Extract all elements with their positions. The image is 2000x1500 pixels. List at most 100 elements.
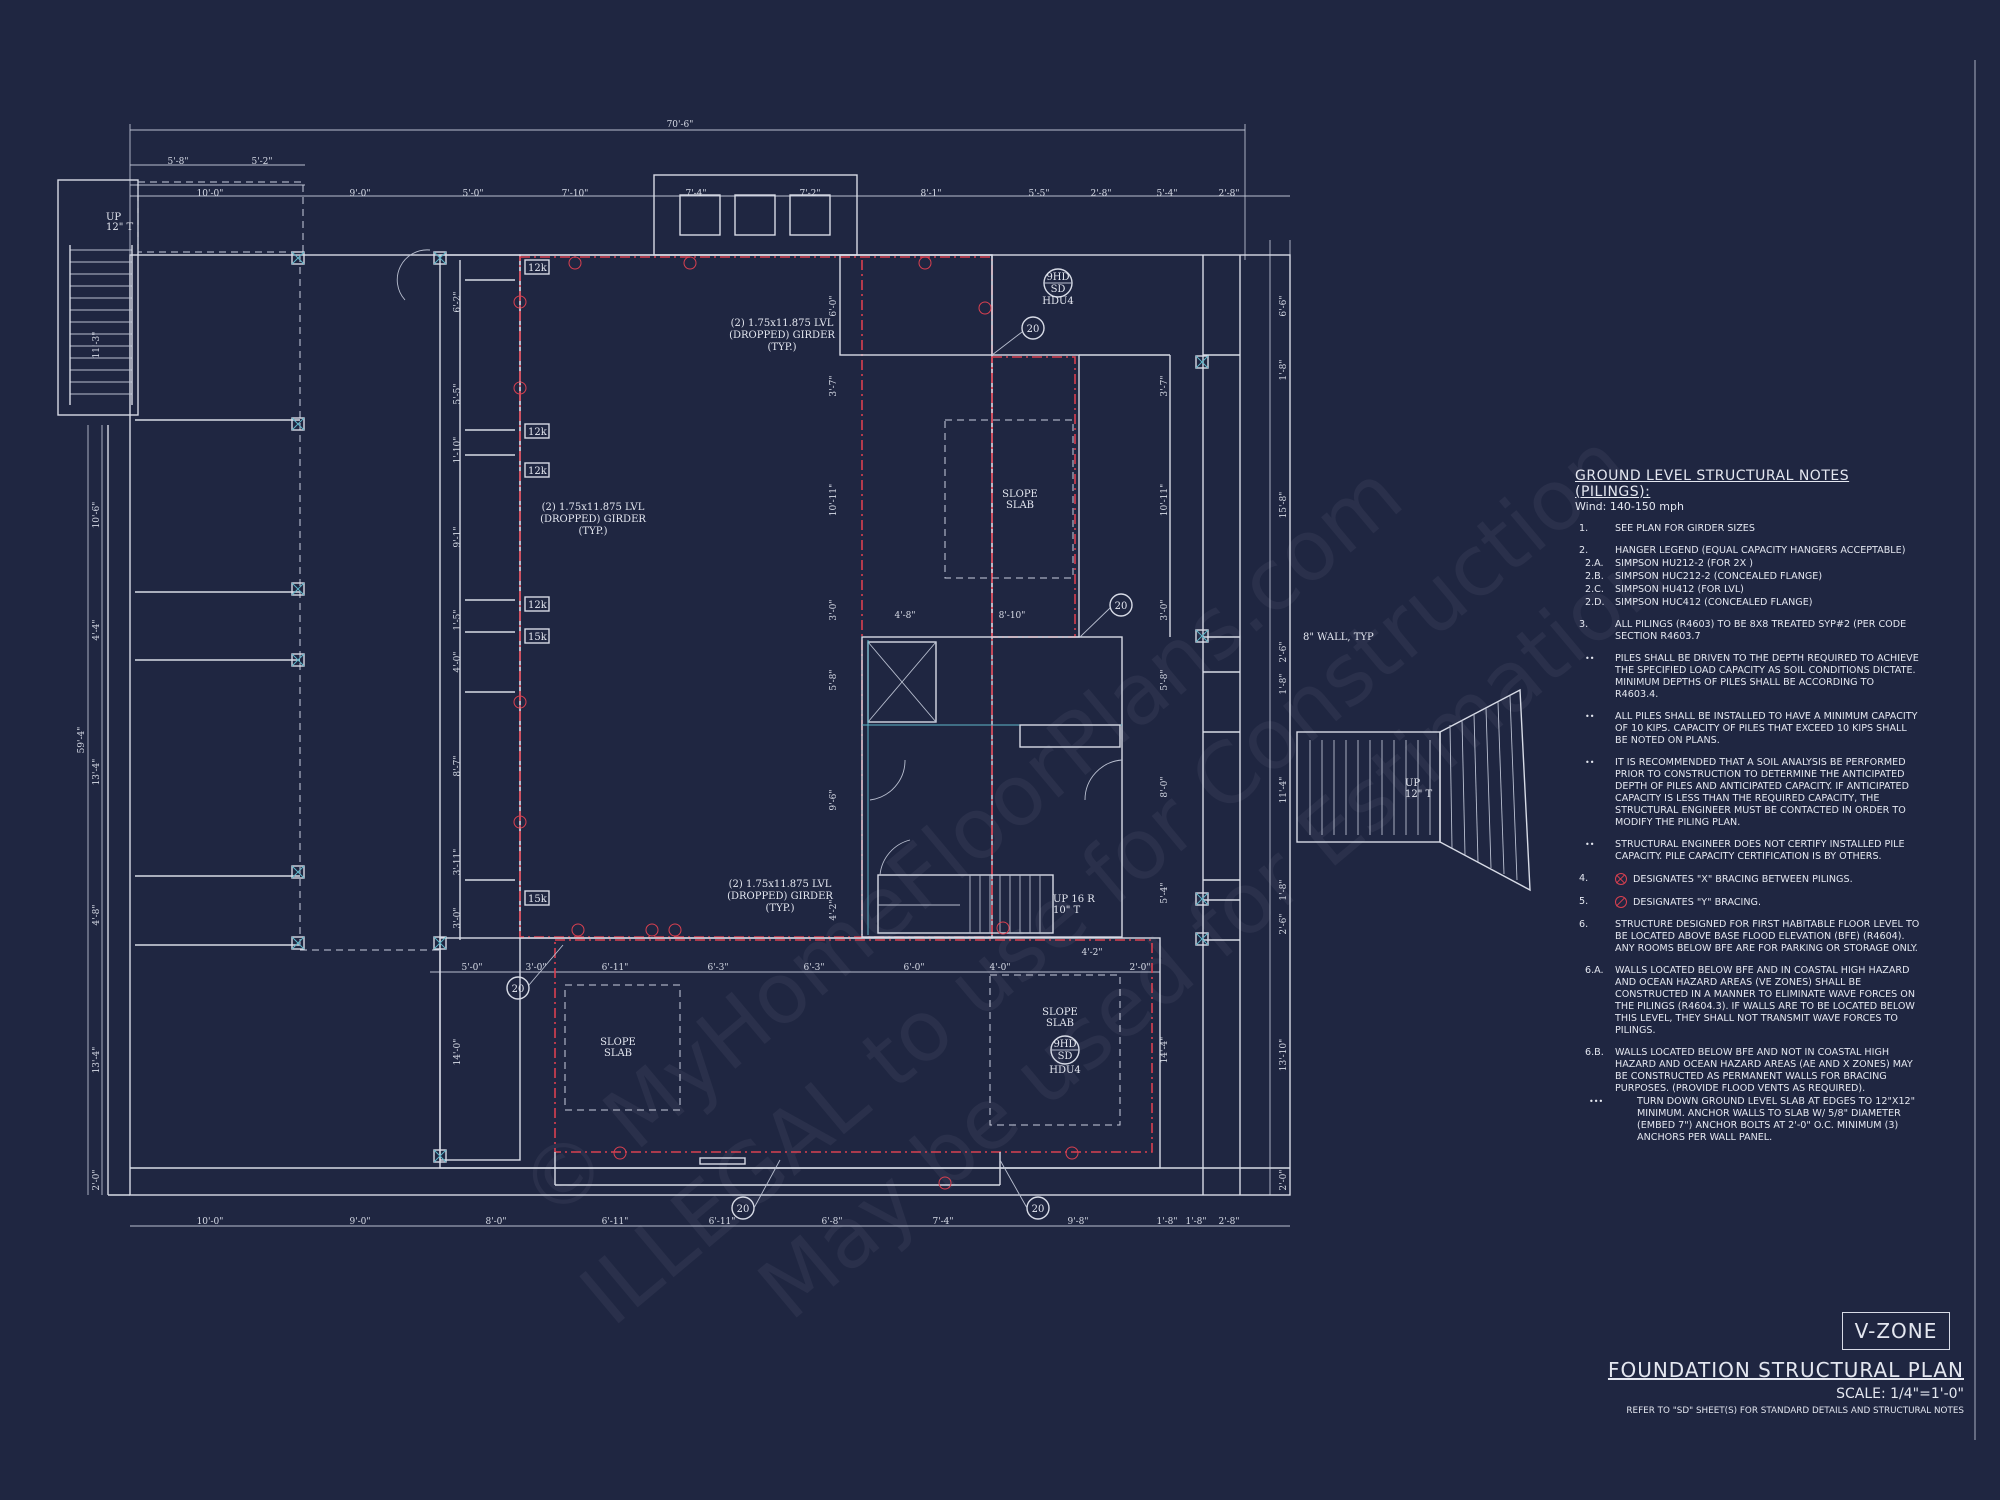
note-text: DESIGNATES "Y" BRACING.: [1615, 896, 1920, 909]
right-stair: [1296, 688, 1531, 892]
note-text: SIMPSON HUC412 (CONCEALED FLANGE): [1615, 597, 1920, 609]
plan-scale: SCALE: 1/4"=1'-0": [1836, 1386, 1964, 1402]
note-text: SEE PLAN FOR GIRDER SIZES: [1615, 523, 1920, 535]
dim-mid-row: 4'-2": [1081, 948, 1102, 958]
section-tag-label: 20: [1115, 601, 1128, 612]
detail-tags: 9HD SD HDU4 9HD SD HDU4 20 20 20 20 20: [506, 268, 1133, 1220]
slope-label: SLAB: [1006, 500, 1034, 511]
note-item: 2.B.SIMPSON HUC212-2 (CONCEALED FLANGE): [1575, 571, 1920, 583]
section-tag-label: 20: [512, 984, 525, 995]
dim-bottom: 9'-8": [1067, 1217, 1088, 1227]
dim-mid-row: 6'-11": [602, 963, 629, 973]
dim-left: 10'-6": [92, 502, 102, 529]
section-tag: 20: [1109, 593, 1133, 617]
piling-marker: [291, 251, 305, 265]
dim-mid-row: 4'-0": [989, 963, 1010, 973]
dim-inner: 3'-7": [829, 375, 839, 396]
note-text-content: WALLS LOCATED BELOW BFE AND IN COASTAL H…: [1615, 965, 1915, 1036]
dim-bottom: 6'-11": [602, 1217, 629, 1227]
note-number: 1.: [1579, 523, 1589, 534]
dimension-text-left: 59'-4" 10'-6" 4'-4" 13'-4" 4'-8" 13'-4" …: [77, 332, 102, 1191]
piling-marker: [1195, 932, 1209, 946]
slope-slab-labels: SLOPE SLAB SLOPE SLAB SLOPE SLAB: [600, 489, 1078, 1059]
note-text: PILES SHALL BE DRIVEN TO THE DEPTH REQUI…: [1615, 653, 1920, 701]
dim-inner: 3'-7": [1160, 375, 1170, 396]
note-item: 6.A.WALLS LOCATED BELOW BFE AND IN COAST…: [1575, 965, 1920, 1037]
dim-4-8: 4'-8": [894, 611, 915, 621]
dim-left: 13'-4": [92, 759, 102, 786]
dim-top: 7'-2": [799, 189, 820, 199]
bracing-markers: [513, 256, 1079, 1190]
dim-inner: 14'-4": [1160, 1037, 1170, 1064]
note-text-content: IT IS RECOMMENDED THAT A SOIL ANALYSIS B…: [1615, 757, 1910, 828]
piling-marker: [1195, 892, 1209, 906]
dim-bottom: 10'-0": [197, 1217, 224, 1227]
door-swing: [1084, 759, 1123, 801]
dim-inner: 5'-5": [453, 383, 463, 404]
dim-top: 5'-5": [1028, 189, 1049, 199]
piling-marker: [291, 865, 305, 879]
dim-mid-row: 5'-0": [461, 963, 482, 973]
notes-title: GROUND LEVEL STRUCTURAL NOTES (PILINGS):: [1575, 468, 1850, 500]
dim-inner: 4'-0": [453, 651, 463, 672]
note-text: ALL PILES SHALL BE INSTALLED TO HAVE A M…: [1615, 711, 1920, 747]
note-text-content: SEE PLAN FOR GIRDER SIZES: [1615, 523, 1755, 534]
note-text-content: STRUCTURAL ENGINEER DOES NOT CERTIFY INS…: [1615, 839, 1905, 862]
dim-bottom: 8'-0": [485, 1217, 506, 1227]
slope-label: SLAB: [1046, 1018, 1074, 1029]
note-number: 6.B.: [1585, 1047, 1604, 1058]
note-text-content: SIMPSON HU412 (FOR LVL): [1615, 584, 1744, 595]
watermark: © MyHomeFloorPlans.com ILLEGAL to use fo…: [500, 413, 1684, 1344]
hdu-label: HDU4: [1049, 1065, 1081, 1076]
piling-marker: [291, 417, 305, 431]
detail-tag-bottom: SD: [1051, 284, 1066, 295]
dimension-text-right: 6'-6" 1'-8" 15'-8" 2'-6" 1'-8" 11'-4" 1'…: [1279, 295, 1289, 1190]
dimension-text-inner-left: 6'-2" 5'-5" 1'-10" 9'-1" 1'-5" 4'-0" 8'-…: [453, 291, 463, 1065]
dim-mid-row: 6'-3": [707, 963, 728, 973]
girder-label-line: (TYP.): [766, 903, 795, 914]
dim-right: 1'-8": [1279, 673, 1289, 694]
dim-top: 5'-0": [462, 189, 483, 199]
slope-label: SLOPE: [1042, 1007, 1078, 1018]
callout-12k: 12k: [528, 466, 548, 477]
dimension-text-top: 70'-6" 5'-8" 5'-2" 10'-0" 9'-0" 5'-0" 7'…: [167, 120, 1239, 199]
dimension-text-bottom: 10'-0" 9'-0" 8'-0" 6'-11" 6'-11" 6'-8" 7…: [197, 1217, 1240, 1227]
notes-wind: Wind: 140-150 mph: [1575, 500, 1684, 513]
dim-inner: 1'-5": [453, 609, 463, 630]
dim-overall-width: 70'-6": [667, 120, 694, 130]
dim-top: 2'-8": [1218, 189, 1239, 199]
dim-top: 2'-8": [1090, 189, 1111, 199]
dim-right: 6'-6": [1279, 295, 1289, 316]
note-text: ALL PILINGS (R4603) TO BE 8X8 TREATED SY…: [1615, 619, 1920, 643]
note-item: ••IT IS RECOMMENDED THAT A SOIL ANALYSIS…: [1575, 757, 1920, 829]
callout-15k: 15k: [528, 894, 548, 905]
capacity-callouts: 12k 12k 12k 12k 15k 15k: [524, 259, 550, 906]
section-tag-label: 20: [1032, 1204, 1045, 1215]
note-item: 3.ALL PILINGS (R4603) TO BE 8X8 TREATED …: [1575, 619, 1920, 643]
dim-right: 1'-8": [1279, 359, 1289, 380]
section-tag: 20: [1021, 316, 1045, 340]
dim-top: 7'-4": [685, 189, 706, 199]
dim-inner: 3'-0": [829, 599, 839, 620]
note-number: 6.: [1579, 919, 1589, 930]
dim-inner: 4'-2": [829, 899, 839, 920]
callout-12k: 12k: [528, 427, 548, 438]
note-number: 4.: [1579, 873, 1589, 884]
dim-inner: 8'-0": [1160, 776, 1170, 797]
dim-inner: 6'-0": [829, 295, 839, 316]
building-outline: [57, 174, 1531, 1196]
dim-top: 8'-1": [920, 189, 941, 199]
dim-inner: 1'-10": [453, 437, 463, 464]
dim-top: 5'-4": [1156, 189, 1177, 199]
stair-tread-label: 10" T: [1053, 905, 1081, 916]
notes-list: 1. SEE PLAN FOR GIRDER SIZES 2.HANGER LEGE…: [1575, 523, 1920, 1144]
dim-inner: 9'-6": [829, 789, 839, 810]
piling-marker: [433, 936, 447, 950]
dim-bottom: 6'-8": [821, 1217, 842, 1227]
note-item: ••STRUCTURAL ENGINEER DOES NOT CERTIFY I…: [1575, 839, 1920, 863]
note-number: ••: [1585, 654, 1595, 663]
note-item: 2.HANGER LEGEND (EQUAL CAPACITY HANGERS …: [1575, 545, 1920, 557]
detail-tag: 9HD SD HDU4: [1042, 268, 1074, 307]
stair-labels: UP 12" T UP 12" T UP 16 R 10" T 8" WALL,…: [106, 212, 1433, 916]
note-text: TURN DOWN GROUND LEVEL SLAB AT EDGES TO …: [1637, 1096, 1920, 1144]
